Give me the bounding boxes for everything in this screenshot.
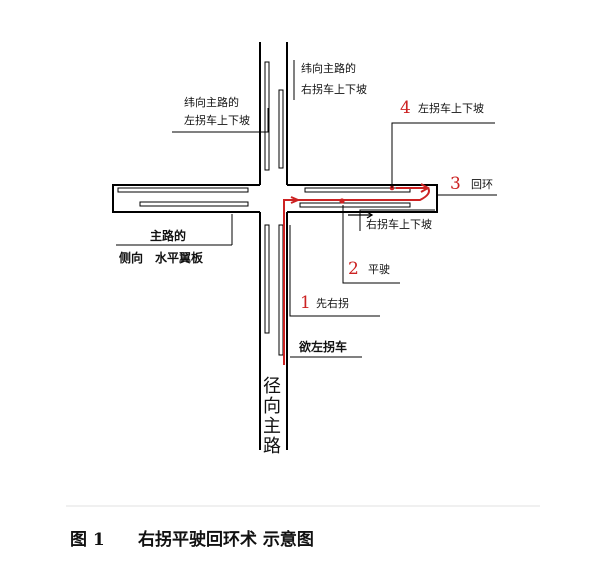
road-outline [112,42,438,450]
figure-title: 右拐平驶回环术 示意图 [138,529,314,550]
path-point-2 [339,198,345,204]
step-3-number: 3 [450,174,461,194]
step-4-number: 4 [400,98,411,118]
radial-main-char-3: 主 [263,416,281,437]
ramp-left-lower [139,201,249,207]
step-4-text: 左拐车上下坡 [418,101,484,115]
side-wing-label-line1: 主路的 [150,228,186,243]
ramp-left-upper [117,187,249,193]
radial-main-char-4: 路 [263,436,281,457]
step-2-text: 平驶 [368,262,390,276]
ramp-bottom-right [278,224,284,356]
weft-right-label-line2: 右拐车上下坡 [301,82,367,96]
right-turn-ramp-label: 右拐车上下坡 [366,217,432,231]
weft-right-label-line1: 纬向主路的 [301,61,356,75]
ramp-top-right [278,89,284,169]
step-1-number: 1 [300,293,311,313]
weft-left-label-line2: 左拐车上下坡 [184,113,250,127]
ramp-right-upper [304,187,411,193]
radial-main-label: 径 向 主 路 [263,376,281,457]
radial-main-char-1: 径 [263,376,281,397]
ramp-top-left [264,61,270,171]
radial-main-char-2: 向 [263,396,281,417]
ramp-bottom-left [264,224,270,334]
driving-path [283,183,431,365]
step-2-number: 2 [348,259,359,279]
step-3-text: 回环 [471,178,493,191]
side-wing-label-line2: 侧向 水平翼板 [119,250,204,265]
step-1-text: 先右拐 [316,296,349,310]
figure-number: 图 1 [70,530,105,550]
ramp-right-lower [299,202,411,208]
want-left-turn-label: 欲左拐车 [298,339,347,354]
ramps [117,61,411,356]
leader-lines [116,60,497,358]
weft-left-label-line1: 纬向主路的 [184,95,239,109]
right-turn-ramp-arrow [348,211,374,219]
